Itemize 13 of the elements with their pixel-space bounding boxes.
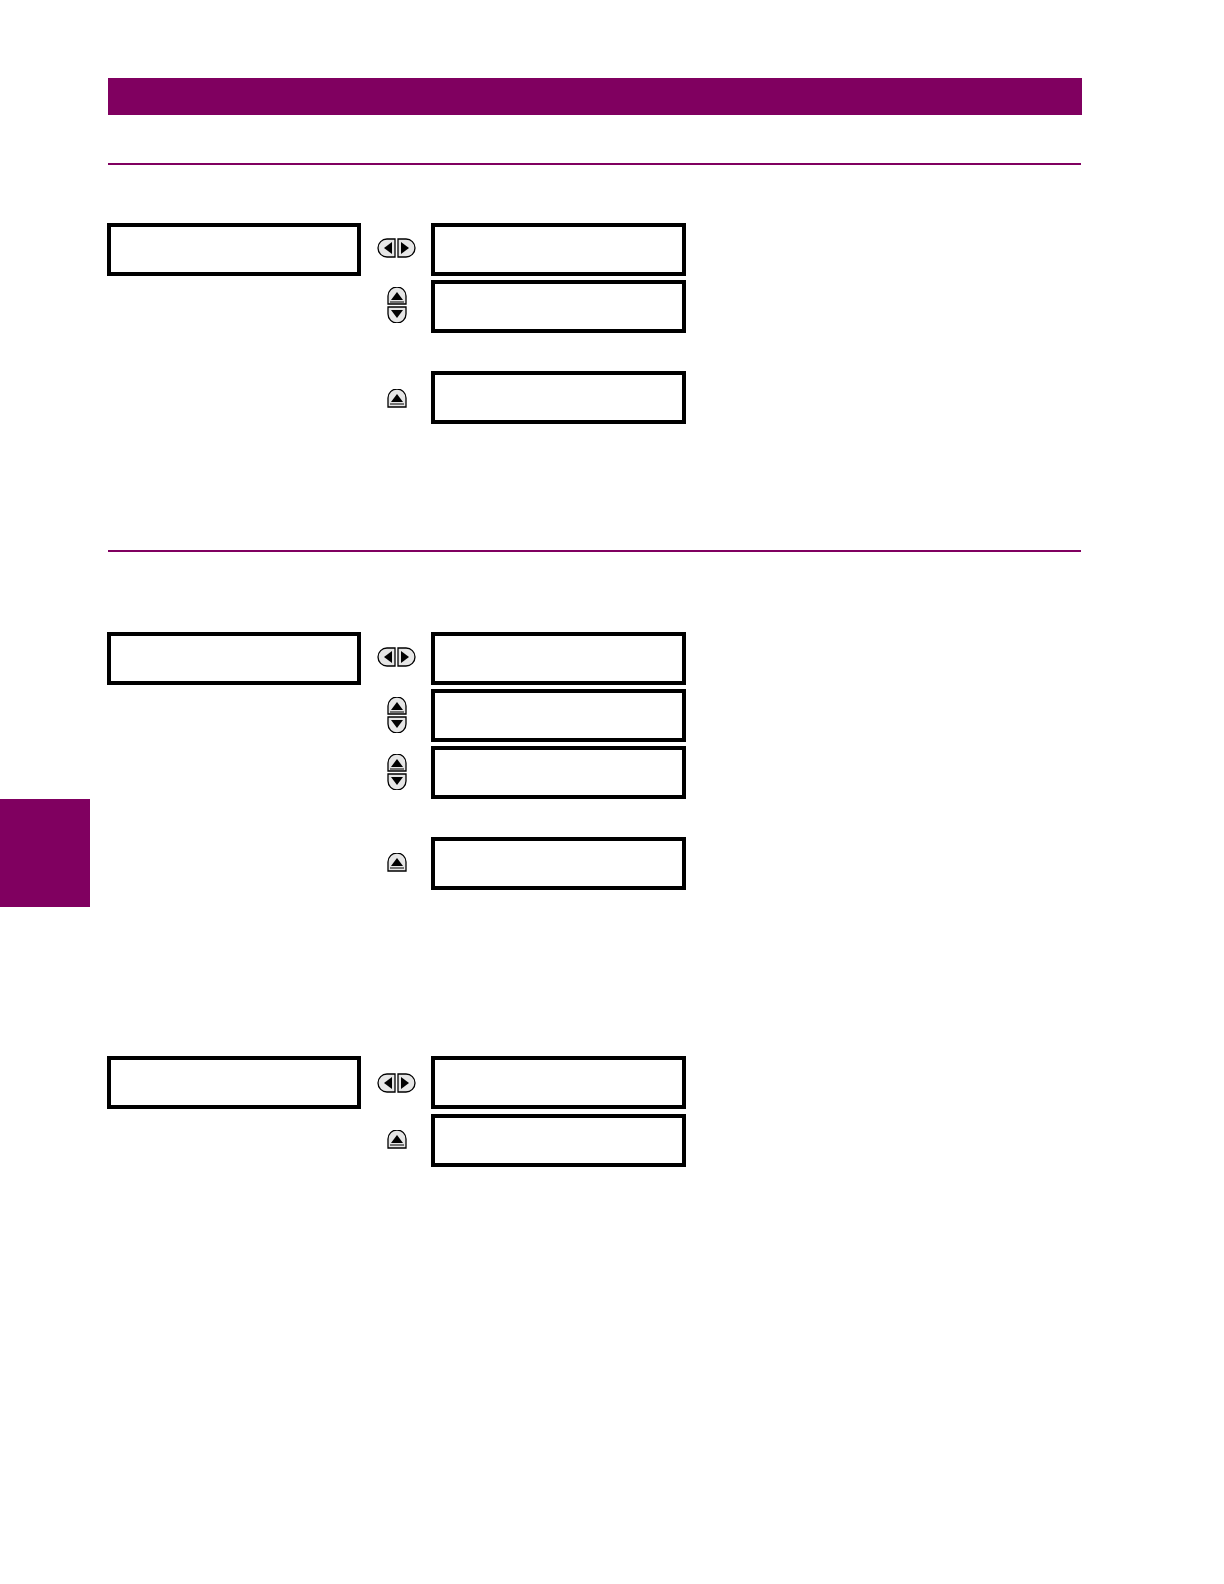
display-box bbox=[107, 223, 361, 276]
display-box bbox=[431, 371, 686, 424]
display-box bbox=[431, 746, 686, 799]
display-box bbox=[107, 1056, 361, 1109]
display-box bbox=[107, 632, 361, 685]
display-box bbox=[431, 837, 686, 890]
display-box bbox=[431, 689, 686, 742]
display-box bbox=[431, 1114, 686, 1167]
display-box bbox=[431, 632, 686, 685]
display-box bbox=[431, 1056, 686, 1109]
display-box bbox=[431, 223, 686, 276]
display-box bbox=[431, 280, 686, 333]
chapter-tab bbox=[0, 799, 90, 907]
